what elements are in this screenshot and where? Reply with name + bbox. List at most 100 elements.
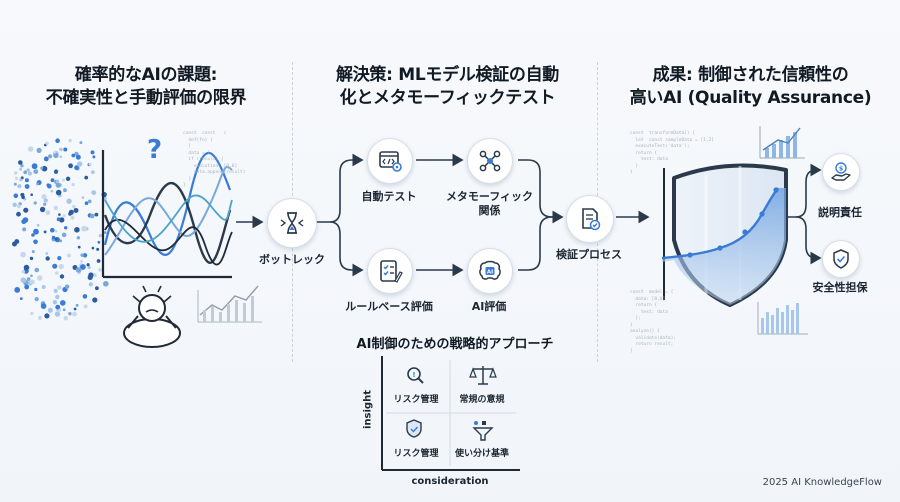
scatter-dot [88,282,93,287]
scatter-dot [41,285,46,289]
auto-test-label: 自動テスト [361,190,417,203]
scatter-dot [61,232,67,238]
scatter-dot [13,193,19,199]
ai-eval-label: AI評価 [471,300,507,313]
scatter-dot [36,147,42,153]
scatter-dot [91,190,97,196]
hourglass-icon [280,212,304,234]
scatter-dot [62,214,66,218]
scatter-dot [73,307,77,311]
scatter-dot [23,207,29,213]
scatter-dot [81,196,85,199]
scatter-dot [45,141,49,145]
scatter-dot [80,264,86,270]
scatter-dot [59,155,62,159]
scatter-dot [72,311,77,317]
scatter-dot [74,165,79,171]
scatter-dot [43,198,48,203]
quadrant-label-3: リスク管理 [393,449,439,459]
scatter-dot [20,277,27,284]
scatter-dot [34,287,38,292]
scatter-dot [23,170,28,175]
scatter-dot [55,189,62,196]
scatter-dot [90,150,95,155]
metamorphic-node [467,138,513,184]
scatter-dot [31,233,35,237]
quadrant-label-1: リスク管理 [393,395,439,405]
safety-node [822,240,860,278]
scatter-dot [88,162,92,166]
svg-text:AI: AI [487,270,493,276]
scatter-dot [103,231,107,235]
scatter-dot [84,175,89,180]
scatter-dot [52,300,58,305]
scatter-dot [44,313,50,319]
quadrant-label-4: 使い分け基準 [454,449,509,459]
scatter-dot [98,267,102,272]
scatter-dot [71,153,76,158]
shield-icon [406,419,422,438]
scatter-dot [50,178,55,183]
scatter-dot [63,226,68,230]
scatter-dot [71,182,75,187]
rule-eval-label: ルールベース評価 [345,300,433,313]
scatter-dot [45,256,50,261]
scatter-dot [83,304,88,309]
scatter-dot [53,169,59,174]
scatter-dot [43,156,49,162]
scatter-dot [33,169,39,175]
scatter-dot [84,201,89,205]
scatter-dot [82,294,88,299]
document-check-icon [582,208,601,231]
scatter-dot [66,198,72,204]
verification-label: 検証プロセス [556,248,622,261]
scatter-dot [12,202,17,207]
scatter-dot [54,237,58,241]
code-snippet-right-top: const transformData() { let const sample… [630,131,714,175]
scatter-dot [14,287,21,293]
code-snippet-right-bottom: const model = { data: [0,0] return { tes… [630,290,677,354]
problem-title: 確率的なAIの課題: 不確実性と手動評価の限界 [45,65,247,108]
scatter-dot [59,217,65,223]
scatter-dot [33,228,39,235]
scatter-dot [51,235,56,240]
mini-bar-cluster [757,302,808,335]
scatter-dot [31,250,35,254]
scatter-dot [87,274,93,280]
scatter-dot [50,227,55,233]
scatter-dot [63,188,67,193]
scatter-dot [53,288,58,293]
scatter-dot [98,233,103,238]
scatter-dot [77,245,81,249]
scatter-dot [68,209,74,215]
scatter-dot [89,213,95,219]
accountability-node: $ [822,153,860,191]
scatter-dot [47,183,52,189]
accountability-label: 説明責任 [818,206,862,219]
scatter-dot [87,199,92,204]
scatter-dot [81,225,87,232]
scatter-dot [77,161,83,167]
scatter-dot [59,147,63,152]
scatter-dot [94,212,99,217]
scatter-dot [40,166,44,170]
quadrant-label-2: 常規の意規 [459,395,505,405]
mini-bar-chart [197,285,262,323]
scatter-dot [30,193,33,196]
scatter-dot [33,239,38,245]
scatter-dot [26,168,30,172]
scatter-dot [19,167,23,171]
result-title: 成果: 制御された信頼性の 高いAI (Quality Assurance) [629,65,872,108]
scatter-dot [24,284,30,290]
scatter-dot [55,294,60,300]
scatter-dot [80,253,84,257]
scatter-dot [39,206,46,213]
scatter-dot [79,141,83,145]
footer-credit: 2025 AI KnowledgeFlow [762,477,882,488]
scatter-dot [26,277,31,281]
scatter-dot [30,311,34,316]
scatter-dot [24,178,29,183]
ai-brain-icon: AI [479,260,501,280]
